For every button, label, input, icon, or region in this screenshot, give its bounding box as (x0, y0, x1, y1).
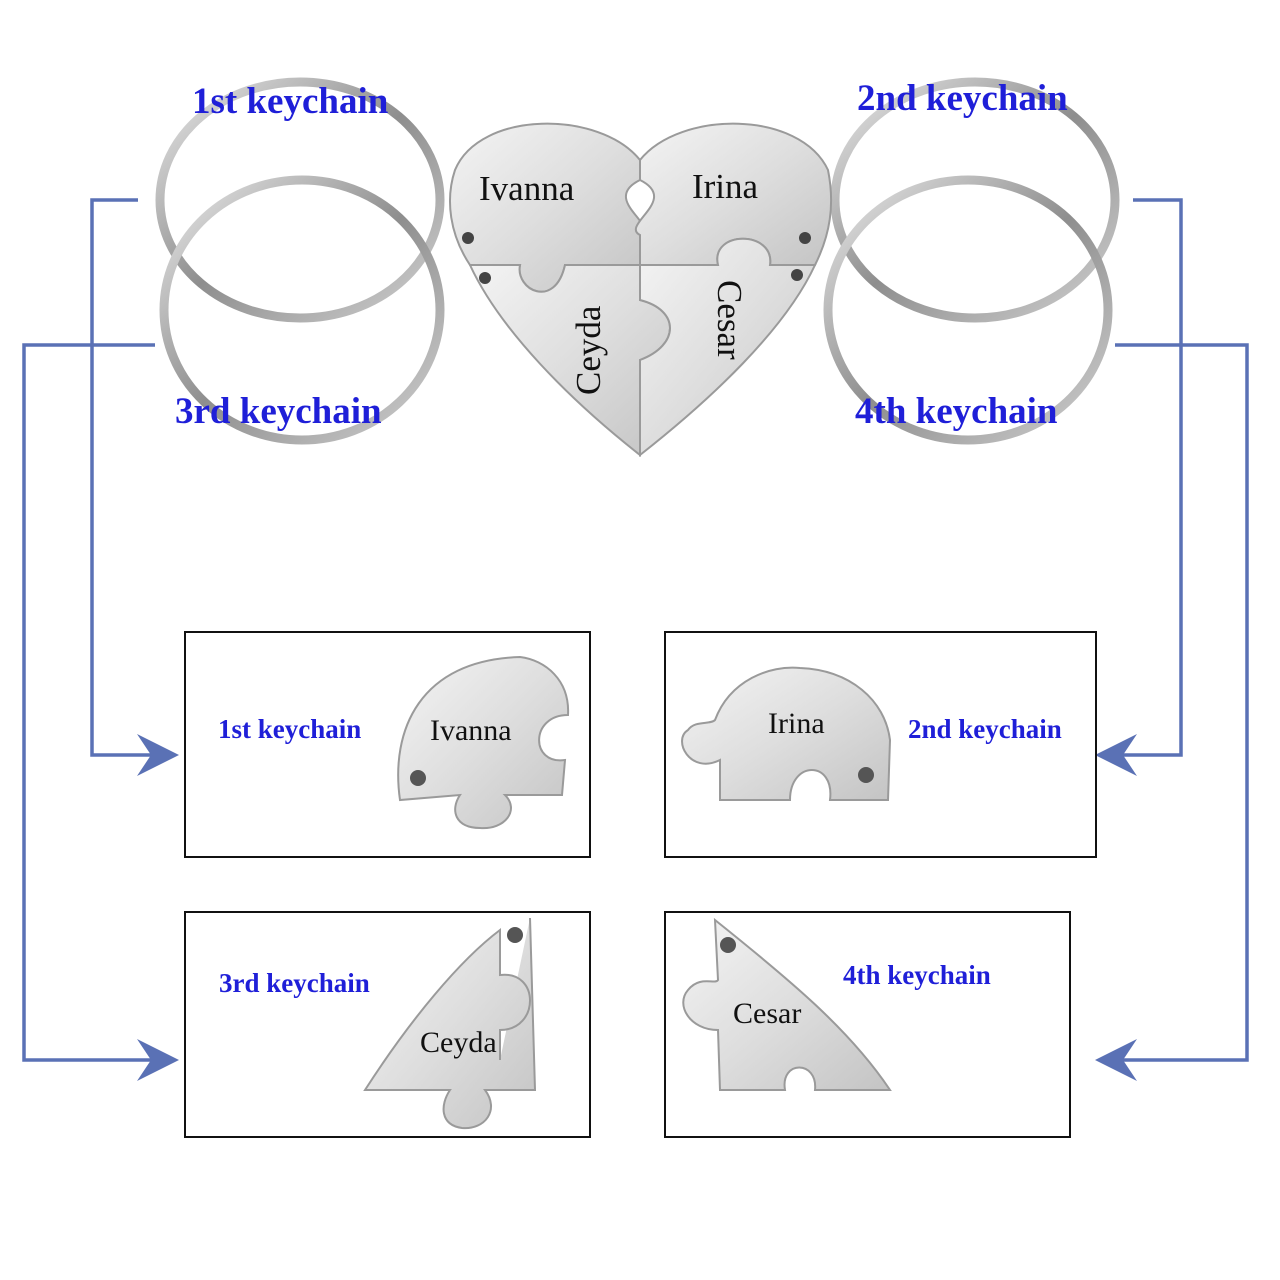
label-4th-keychain: 4th keychain (855, 391, 1058, 432)
box-label-3rd-keychain: 3rd keychain (219, 968, 370, 998)
box-label-4th-keychain: 4th keychain (843, 960, 991, 990)
box-name-cesar: Cesar (733, 997, 801, 1030)
piece-ivanna (397, 655, 570, 830)
box-1st-keychain (184, 631, 591, 858)
label-1st-keychain: 1st keychain (192, 81, 389, 122)
heart-piece-cesar (639, 237, 817, 458)
piece-cesar (682, 917, 892, 1091)
connector-lines (22, 198, 1249, 1081)
heart-name-ivanna: Ivanna (479, 169, 575, 208)
left-rings (155, 77, 445, 445)
box-label-2nd-keychain: 2nd keychain (908, 714, 1062, 744)
label-3rd-keychain: 3rd keychain (175, 391, 382, 432)
heart-name-cesar: Cesar (710, 280, 749, 360)
piece-irina (681, 666, 892, 801)
heart-name-ceyda: Ceyda (569, 305, 608, 395)
heart-name-irina: Irina (692, 167, 759, 206)
piece-ceyda (363, 917, 537, 1130)
box-3rd-keychain (184, 911, 591, 1138)
box-name-ceyda: Ceyda (420, 1026, 497, 1059)
box-name-ivanna: Ivanna (430, 714, 512, 747)
heart-pendant (449, 122, 833, 458)
box-label-1st-keychain: 1st keychain (218, 714, 361, 744)
box-name-irina: Irina (768, 707, 825, 740)
box-4th-keychain (664, 911, 1071, 1138)
right-rings (823, 77, 1120, 445)
label-2nd-keychain: 2nd keychain (857, 78, 1068, 119)
box-2nd-keychain (664, 631, 1097, 858)
